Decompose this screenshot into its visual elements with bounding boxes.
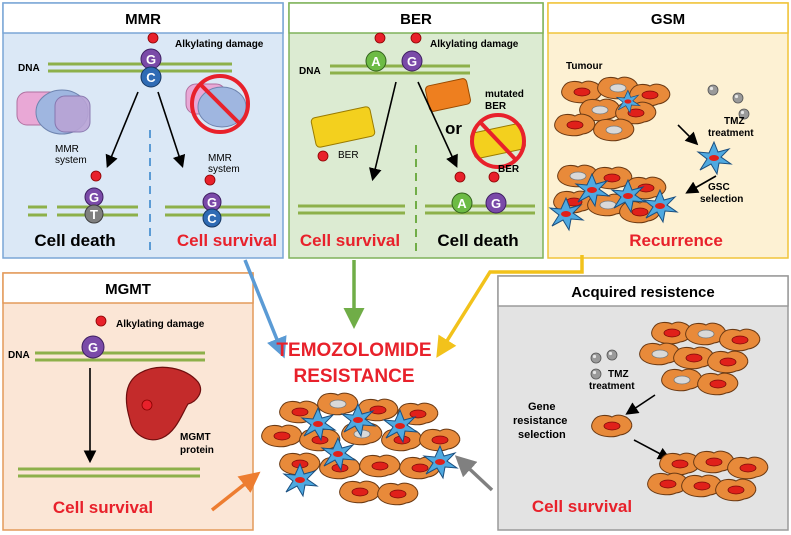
gsm-title: GSM <box>651 11 685 28</box>
mmr-system-icon <box>16 89 91 135</box>
mmr-alkylating-label: Alkylating damage <box>175 39 264 50</box>
mmr-title: MMR <box>125 11 161 28</box>
ber-result-base-g: G <box>491 196 501 211</box>
ber-label-left: BER <box>338 150 359 161</box>
ber-or-label: or <box>445 119 462 138</box>
mmr-system-blocked-icon <box>185 74 250 134</box>
ber-title: BER <box>400 11 432 28</box>
ber-outcome-death: Cell death <box>437 231 518 250</box>
ber-blocked-icon <box>470 113 526 169</box>
ber-base-a: A <box>371 54 381 69</box>
mgmt-protein-icon <box>125 366 202 441</box>
mmr-base-c: C <box>146 70 156 85</box>
ber-panel: BER Alkylating damage DNA A G BER mutate… <box>288 2 544 259</box>
mmr-base-g: G <box>146 52 156 67</box>
ber-alkylating-label: Alkylating damage <box>430 39 519 50</box>
acquired-outcome-survival: Cell survival <box>532 497 632 516</box>
gsm-tumour-label: Tumour <box>566 61 603 72</box>
gsm-outcome-recurrence: Recurrence <box>629 231 723 250</box>
arrow-mmr-to-center <box>243 259 287 359</box>
mmr-outcome-death: Cell death <box>34 231 115 250</box>
mutated-ber-icon <box>425 78 471 112</box>
mgmt-alkylating-label: Alkylating damage <box>116 319 205 330</box>
ber-outcome-survival: Cell survival <box>300 231 400 250</box>
mmr-outcome-survival: Cell survival <box>177 231 277 250</box>
mgmt-dna-label: DNA <box>8 350 30 361</box>
acquired-cluster-bottom <box>647 450 769 502</box>
ber-result-base-a: A <box>457 196 467 211</box>
mgmt-outcome-survival: Cell survival <box>53 498 153 517</box>
mgmt-base-g: G <box>88 340 98 355</box>
mmr-dna-label: DNA <box>18 63 40 74</box>
mmr-result-base-t: T <box>90 207 98 222</box>
mmr-result-base-g: G <box>89 190 99 205</box>
mgmt-title: MGMT <box>105 281 151 298</box>
ber-enzyme-icon <box>310 106 376 148</box>
mmr-result-right-base-c: C <box>207 211 217 226</box>
ber-label-right: BER <box>498 164 520 175</box>
ber-dna-label: DNA <box>299 66 321 77</box>
mmr-result-right-base-g: G <box>207 195 217 210</box>
ber-base-g: G <box>407 54 417 69</box>
center-title-line2: RESISTANCE <box>293 366 414 387</box>
arrow-mgmt-to-center <box>210 471 261 512</box>
center-title-line1: TEMOZOLOMIDE <box>276 340 431 361</box>
arrow-acquired-to-center <box>454 455 494 492</box>
arrow-gsm-to-center <box>436 255 584 358</box>
acquired-title: Acquired resistence <box>571 284 714 301</box>
central-tumour-mass <box>261 392 461 506</box>
